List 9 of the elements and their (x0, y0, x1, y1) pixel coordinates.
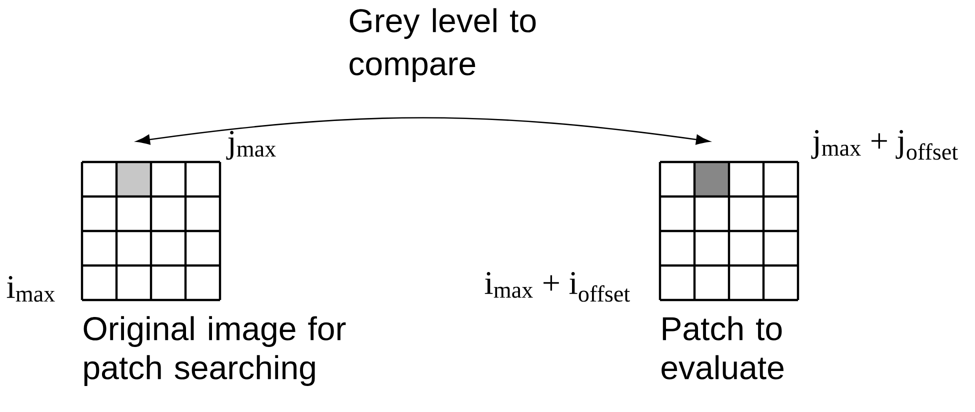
node-label: Original image for patch searching (84, 316, 346, 386)
pixel-grid (80, 160, 222, 302)
axis-label: i$_{max}$ + i$_{offset}$ (484, 272, 630, 302)
node-label: Patch to evaluate (662, 316, 784, 380)
edge-label: Grey level to compare (350, 8, 536, 82)
axis-label: j$_{max}$ (226, 130, 276, 160)
pixel-grid (658, 160, 800, 302)
double-arrow (136, 117, 710, 145)
axis-label: j$_{max}$ + j$_{offset}$ (811, 130, 958, 160)
